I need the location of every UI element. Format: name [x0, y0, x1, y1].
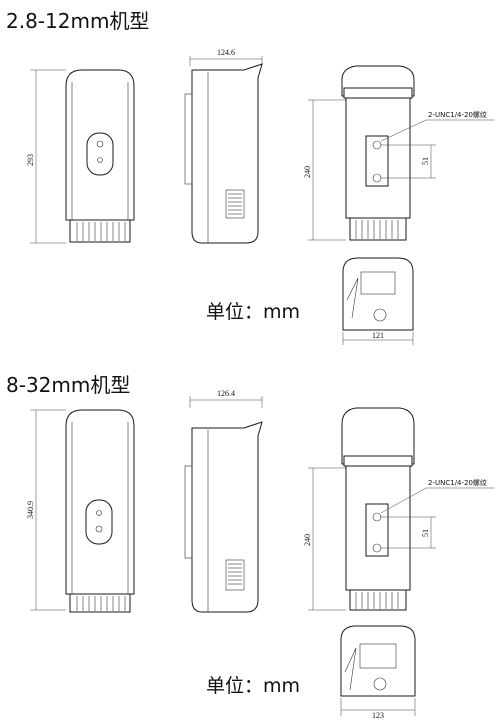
dim-hole-spacing: 51 [421, 157, 430, 165]
back-view: 240 51 2-UNC1/4-20螺纹 [303, 407, 494, 611]
dim-bottom-width: 123 [372, 711, 384, 720]
front-view: 340.9 [26, 409, 135, 613]
dim-back-height: 240 [303, 534, 312, 546]
model-title: 8-32mm机型 [6, 373, 130, 397]
dim-side-width: 124.6 [217, 48, 235, 57]
model-section-1: 2.8-12mm机型 293 [6, 9, 494, 345]
thread-note: 2-UNC1/4-20螺纹 [428, 110, 487, 119]
side-view: 124.6 [184, 48, 263, 244]
back-view: 240 51 2-UNC1/4-20螺纹 [303, 65, 494, 241]
dim-front-height: 340.9 [26, 501, 35, 519]
bottom-view: 121 [342, 257, 414, 345]
dim-side-width: 126.4 [217, 389, 235, 398]
dim-bottom-width: 121 [372, 331, 384, 340]
side-view: 126.4 [184, 389, 263, 613]
dim-back-height: 240 [303, 166, 312, 178]
unit-label: 单位：mm [206, 675, 300, 697]
unit-label: 单位：mm [206, 301, 300, 323]
dim-front-height: 293 [26, 154, 35, 166]
bottom-view: 123 [340, 625, 416, 720]
thread-note: 2-UNC1/4-20螺纹 [428, 478, 487, 487]
dim-hole-spacing: 51 [421, 529, 430, 537]
model-title: 2.8-12mm机型 [6, 9, 149, 33]
model-section-2: 8-32mm机型 340.9 [6, 373, 494, 720]
front-view: 293 [26, 69, 135, 244]
